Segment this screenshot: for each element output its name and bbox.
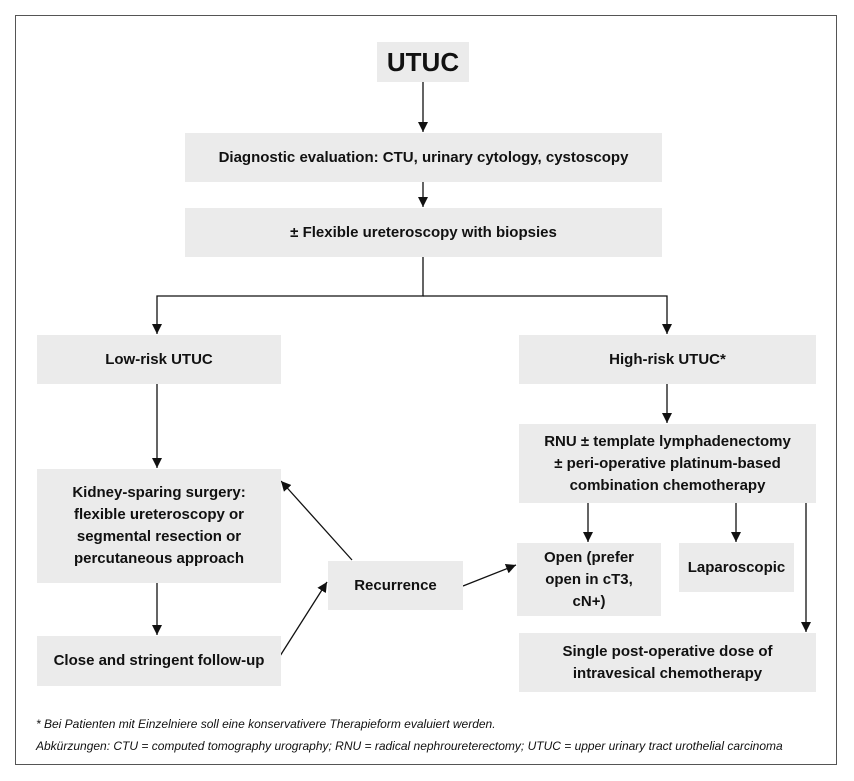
node-laparoscopic: Laparoscopic <box>679 543 794 592</box>
node-open: Open (prefer open in cT3, cN+) <box>517 543 661 616</box>
branch-connector <box>152 257 424 334</box>
node-kidney-sparing-surgery: Kidney-sparing surgery: flexible uretero… <box>37 469 281 583</box>
footnotes: * Bei Patienten mit Einzelniere soll ein… <box>36 713 783 757</box>
node-utuc: UTUC <box>377 42 469 82</box>
node-recurrence: Recurrence <box>328 561 463 610</box>
arrow-follow-up-to-recurrence <box>279 581 328 657</box>
footnote-asterisk: * Bei Patienten mit Einzelniere soll ein… <box>36 717 496 731</box>
branch-connector-right <box>423 295 672 334</box>
diagram-frame <box>15 15 837 765</box>
node-follow-up: Close and stringent follow-up <box>37 636 281 686</box>
arrow-recurrence-to-open <box>462 564 517 587</box>
node-rnu: RNU ± template lymphadenectomy ± peri-op… <box>519 424 816 503</box>
arrow-recurrence-to-kidney-sparing <box>280 480 353 561</box>
node-low-risk-utuc: Low-risk UTUC <box>37 335 281 384</box>
node-high-risk-utuc: High-risk UTUC* <box>519 335 816 384</box>
node-single-postoperative-dose: Single post-operative dose of intravesic… <box>519 633 816 692</box>
node-diagnostic-evaluation: Diagnostic evaluation: CTU, urinary cyto… <box>185 133 662 182</box>
footnote-abbreviations: Abkürzungen: CTU = computed tomography u… <box>36 739 783 753</box>
node-flexible-ureteroscopy: ± Flexible ureteroscopy with biopsies <box>185 208 662 257</box>
